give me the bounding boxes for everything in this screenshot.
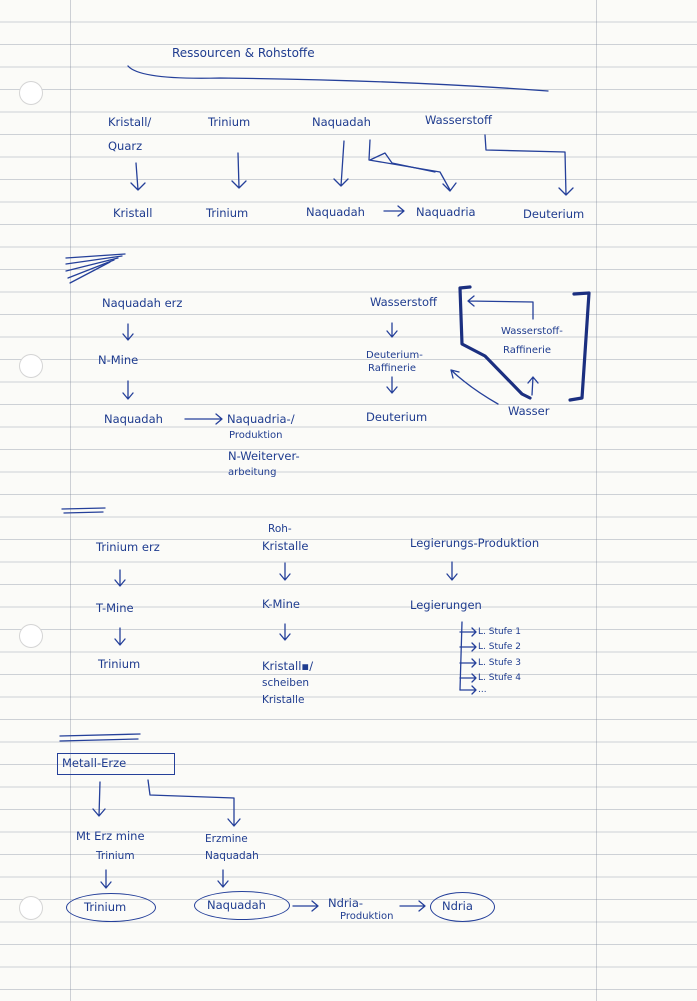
- punch-hole-2: [19, 354, 43, 378]
- metall-ndria: Ndria: [442, 899, 473, 913]
- n-weiterver-line2: arbeitung: [228, 467, 277, 478]
- left-margin-line: [70, 0, 71, 1001]
- deuterium-label: Deuterium: [366, 410, 428, 424]
- stufe-more: ...: [478, 685, 487, 695]
- trinium-product: Trinium: [98, 657, 141, 671]
- legierungs-produktion: Legierungs-Produktion: [410, 536, 540, 550]
- metall-erze-title: Metall-Erze: [62, 756, 127, 770]
- ndria-prod-line1: Ndria-: [328, 896, 364, 910]
- metall-trinium: Trinium: [84, 900, 127, 914]
- wasserstoff-label: Wasserstoff: [370, 295, 437, 309]
- kristallscheiben-line3: Kristalle: [262, 694, 305, 706]
- punch-hole-1: [19, 81, 43, 105]
- t-mine: T-Mine: [96, 601, 134, 615]
- ndria-oval: [430, 892, 495, 922]
- legierungen: Legierungen: [410, 598, 482, 612]
- n-weiterver-line1: N-Weiterver-: [228, 449, 300, 463]
- trinium-erz: Trinium erz: [96, 540, 160, 554]
- left-mine-line2: Trinium: [96, 850, 135, 862]
- roh-line1: Roh-: [268, 523, 292, 535]
- deuterium-raff-line2: Raffinerie: [368, 363, 417, 374]
- k-mine: K-Mine: [262, 597, 300, 611]
- source-quarz: Quarz: [108, 139, 143, 153]
- product-kristall: Kristall: [113, 206, 153, 220]
- right-mine-line2: Naquadah: [205, 850, 259, 862]
- right-margin-line: [596, 0, 597, 1001]
- naquadah-erz: Naquadah erz: [102, 296, 183, 310]
- product-naquadria: Naquadria: [416, 205, 476, 219]
- left-mine-line1: Mt Erz mine: [76, 829, 145, 843]
- product-trinium: Trinium: [206, 206, 249, 220]
- punch-hole-3: [19, 624, 43, 648]
- kristallscheiben-line2: scheiben: [262, 677, 310, 689]
- source-trinium: Trinium: [208, 115, 251, 129]
- source-naquadah: Naquadah: [312, 115, 371, 129]
- kristallscheiben-line1: Kristall▪/: [262, 659, 314, 673]
- naquadria-line1: Naquadria-/: [227, 412, 295, 426]
- naquadah-product: Naquadah: [104, 412, 163, 426]
- wasser-label: Wasser: [508, 404, 550, 418]
- wasserstoff-raff-line1: Wasserstoff-: [501, 326, 563, 337]
- metall-erze-box: [57, 753, 175, 775]
- product-deuterium: Deuterium: [523, 207, 585, 221]
- stufe-1: L. Stufe 1: [478, 627, 521, 637]
- source-wasserstoff: Wasserstoff: [425, 113, 492, 127]
- naquadah-oval: [194, 891, 290, 920]
- product-naquadah: Naquadah: [306, 205, 365, 219]
- trinium-oval: [66, 893, 156, 922]
- metall-naquadah: Naquadah: [207, 898, 266, 912]
- page-title: Ressourcen & Rohstoffe: [172, 46, 315, 60]
- wasserstoff-raff-line2: Raffinerie: [503, 345, 552, 356]
- stufe-2: L. Stufe 2: [478, 642, 521, 652]
- stufe-4: L. Stufe 4: [478, 673, 521, 683]
- punch-hole-4: [19, 896, 43, 920]
- ndria-prod-line2: Produktion: [340, 911, 394, 922]
- deuterium-raff-line1: Deuterium-: [366, 350, 423, 361]
- n-mine: N-Mine: [98, 353, 139, 367]
- roh-line2: Kristalle: [262, 539, 309, 553]
- right-mine-line1: Erzmine: [205, 833, 248, 845]
- stufe-3: L. Stufe 3: [478, 658, 521, 668]
- naquadria-line2: Produktion: [229, 430, 283, 441]
- source-kristall: Kristall/: [108, 115, 152, 129]
